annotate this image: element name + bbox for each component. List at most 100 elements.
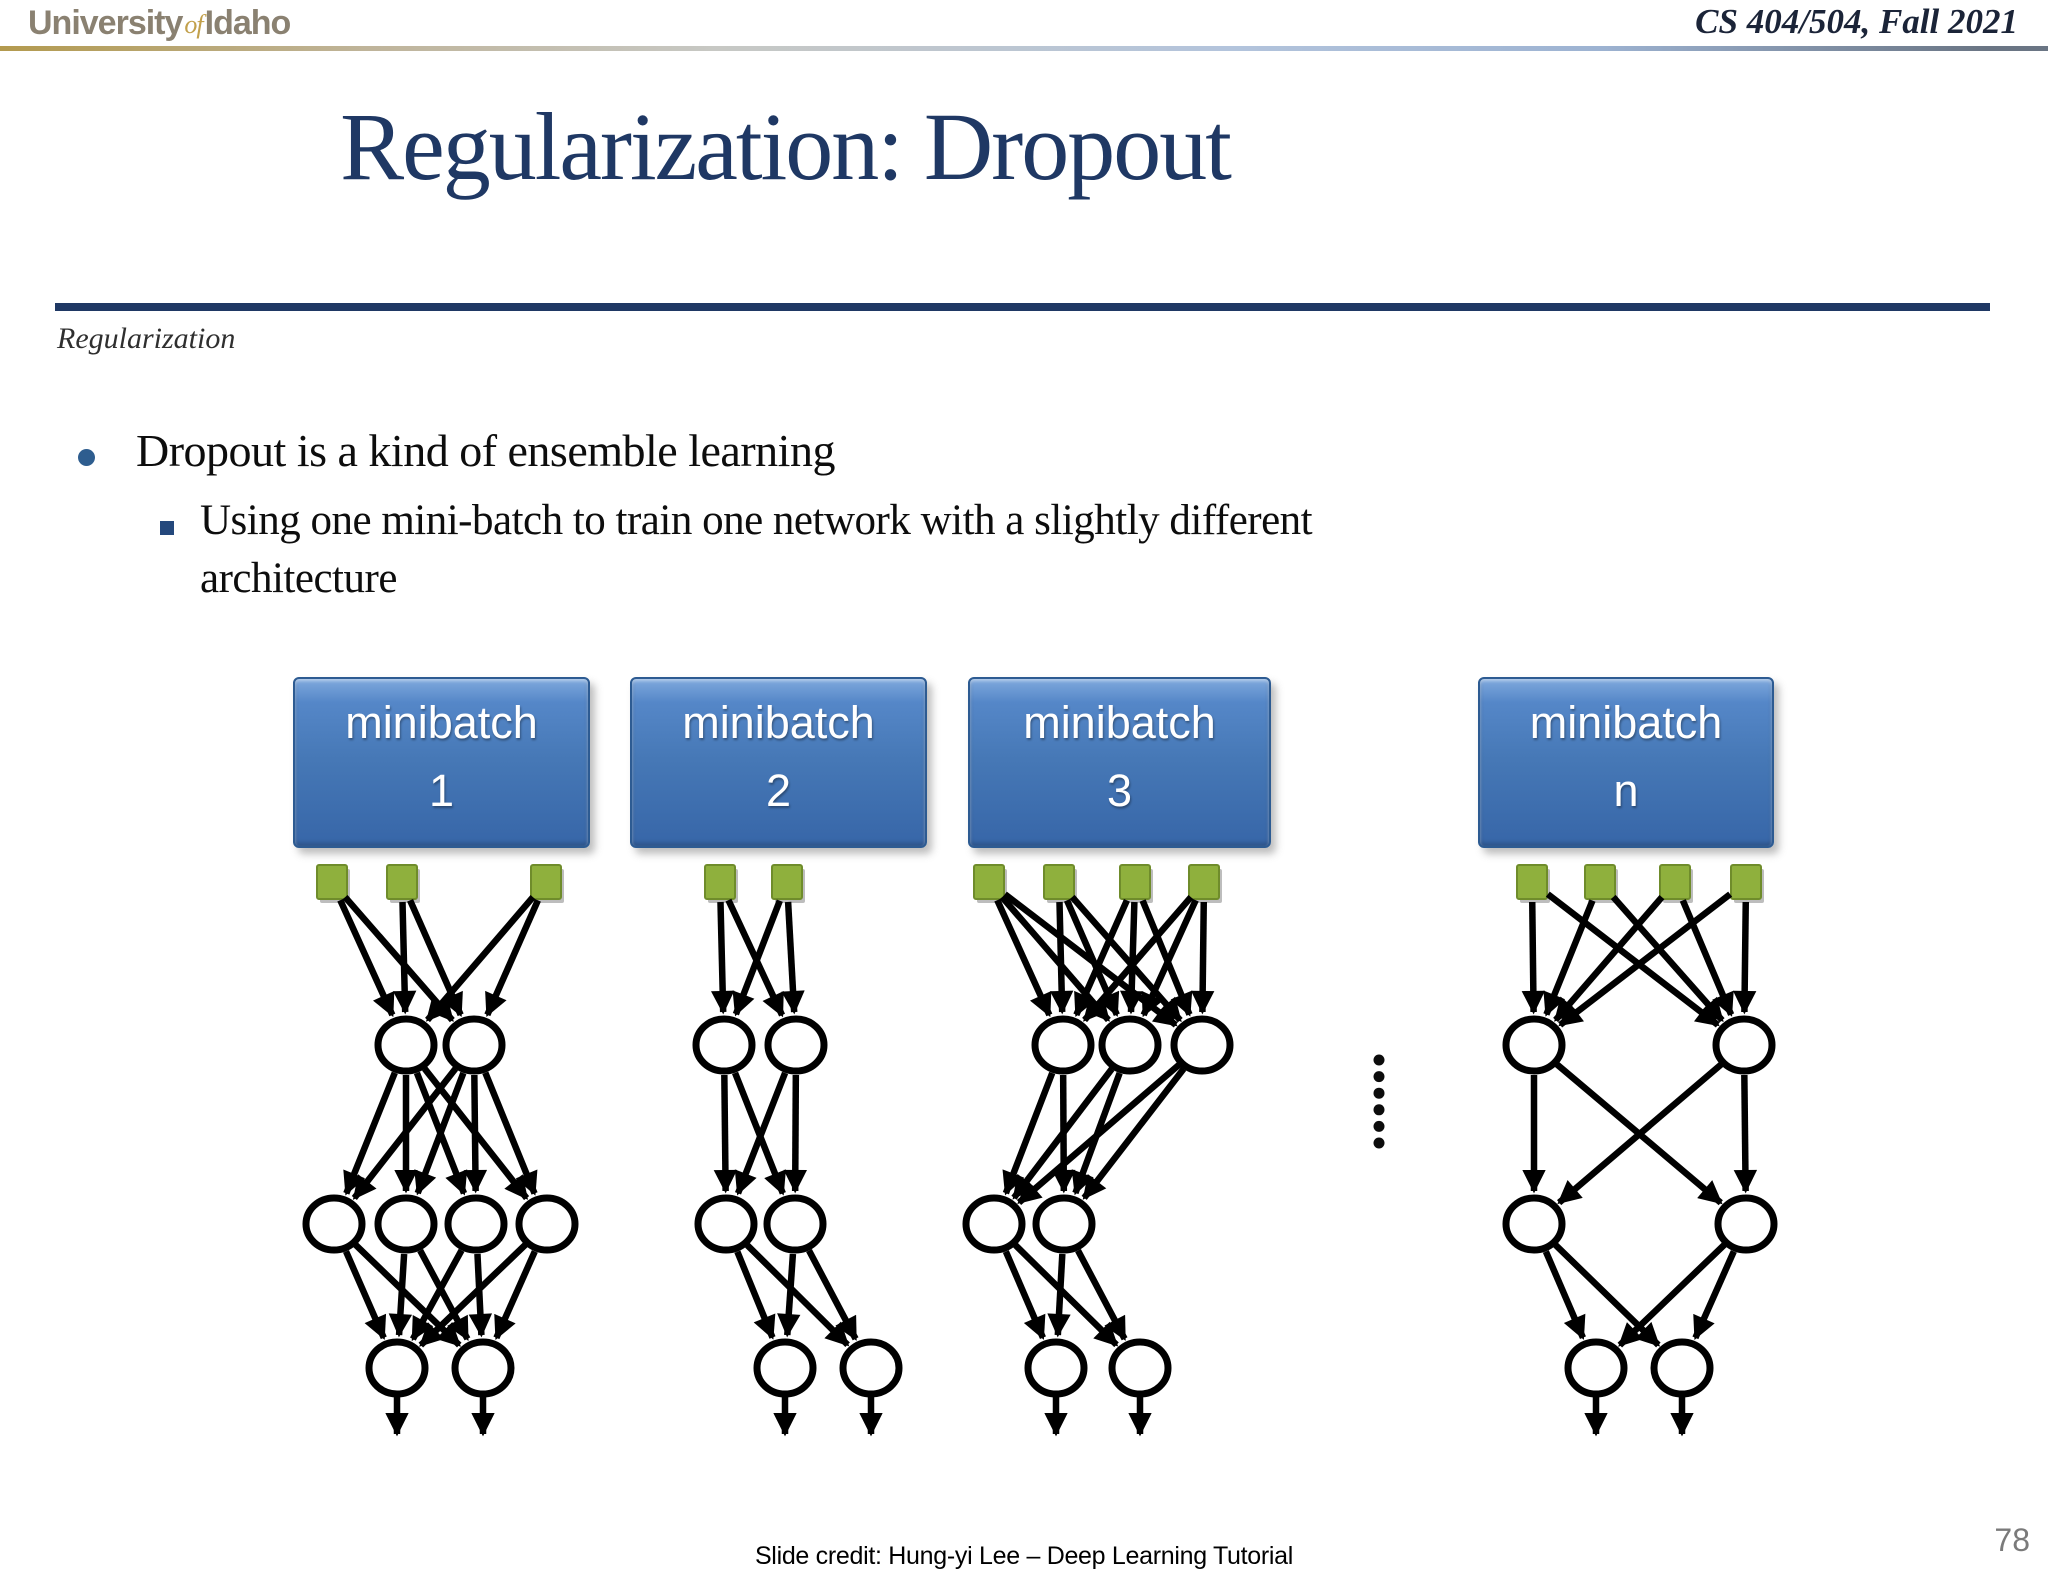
edge-arrow xyxy=(468,1253,493,1338)
bullet-sub-line2: architecture xyxy=(200,555,397,602)
edge-arrow xyxy=(1049,901,1074,1015)
minibatch-box-2-number: 2 xyxy=(765,765,792,816)
page-number: 78 xyxy=(1994,1522,2030,1558)
edge-arrow xyxy=(1140,898,1199,1018)
minibatch-box-1-label: minibatch xyxy=(345,697,538,748)
edge-arrow xyxy=(1557,1061,1724,1206)
edge-arrow xyxy=(343,1071,398,1196)
course-label: CS 404/504, Fall 2021 xyxy=(1695,2,2018,41)
edge-arrow xyxy=(1013,1242,1119,1348)
network-n xyxy=(1502,864,1778,1437)
ellipsis-dot xyxy=(1373,1071,1385,1083)
edge-arrow xyxy=(1692,1250,1737,1340)
network-3 xyxy=(962,864,1234,1437)
edge-arrow xyxy=(482,1071,538,1196)
edge-arrow xyxy=(1002,1071,1056,1196)
edge-arrow xyxy=(994,898,1053,1018)
bullet-sub-text: Using one mini-batch to train one networ… xyxy=(200,492,1313,608)
edge-arrow xyxy=(1617,1242,1727,1348)
edge-arrow xyxy=(337,898,396,1018)
edge-arrow xyxy=(1543,899,1596,1017)
network-2 xyxy=(692,864,903,1437)
neuron-node xyxy=(1650,1338,1714,1398)
logo-word-idaho: Idaho xyxy=(204,4,292,42)
input-square xyxy=(1659,864,1691,900)
edge-arrow xyxy=(1545,891,1720,1028)
edge-arrow xyxy=(351,1066,459,1201)
edge-arrow xyxy=(734,1250,776,1340)
network-1 xyxy=(302,864,579,1437)
input-square xyxy=(1043,864,1075,900)
input-square xyxy=(1730,864,1762,900)
neuron-node xyxy=(694,1194,758,1254)
edge-arrow xyxy=(1082,894,1194,1023)
edge-arrow xyxy=(732,899,783,1017)
neuron-node xyxy=(1714,1194,1778,1254)
input-square xyxy=(1188,864,1220,900)
edge-arrow xyxy=(734,1071,789,1196)
edge-arrow xyxy=(1002,1250,1046,1340)
slide-credit: Slide credit: Hung-yi Lee – Deep Learnin… xyxy=(754,1542,1294,1570)
input-square xyxy=(316,864,348,900)
neuron-node xyxy=(444,1194,508,1254)
edge-arrow xyxy=(1073,898,1130,1017)
minibatch-box-3-number: 3 xyxy=(1106,765,1133,816)
logo-word-university: University xyxy=(28,4,183,42)
neuron-node xyxy=(764,1015,828,1075)
minibatch-box-n-label: minibatch xyxy=(1529,697,1723,748)
neuron-node xyxy=(1098,1015,1162,1075)
edge-arrow xyxy=(463,1074,488,1194)
edge-arrow xyxy=(417,1248,471,1341)
edge-arrow xyxy=(1542,1250,1586,1340)
ellipsis-dot xyxy=(1373,1054,1385,1066)
edge-arrow xyxy=(783,1074,808,1194)
neuron-node xyxy=(374,1194,438,1254)
ellipsis-dot xyxy=(1373,1104,1385,1116)
neuron-node xyxy=(1564,1338,1628,1398)
edge-arrow xyxy=(1558,891,1733,1028)
edge-arrow xyxy=(1553,1242,1661,1348)
edge-arrow xyxy=(1732,901,1757,1015)
input-square xyxy=(530,864,562,900)
section-label: Regularization xyxy=(57,322,236,355)
edge-arrow xyxy=(806,1249,859,1341)
input-square xyxy=(704,864,736,900)
bullet-icon xyxy=(78,449,95,466)
slide-title: Regularization: Dropout xyxy=(340,93,1232,200)
input-square xyxy=(973,864,1005,900)
ellipsis-dot xyxy=(1373,1120,1385,1132)
neuron-node xyxy=(451,1338,515,1398)
edge-arrow xyxy=(418,1242,528,1348)
neuron-node xyxy=(365,1338,429,1398)
input-square xyxy=(1516,864,1548,900)
edge-arrow xyxy=(425,895,536,1023)
input-square xyxy=(1119,864,1151,900)
university-logo: UniversityofIdaho xyxy=(28,4,292,43)
input-square xyxy=(1584,864,1616,900)
edge-arrow xyxy=(781,901,805,1015)
neuron-node xyxy=(1032,1194,1096,1254)
neuron-node xyxy=(1502,1015,1566,1075)
logo-word-of: of xyxy=(184,10,203,39)
edge-arrow xyxy=(388,1253,413,1338)
neuron-node xyxy=(1170,1015,1234,1075)
ellipsis-dot xyxy=(1373,1137,1385,1149)
edge-arrow xyxy=(744,1242,850,1348)
neuron-node xyxy=(1031,1015,1095,1075)
minibatch-box-2: minibatch 2 xyxy=(630,677,927,848)
input-square xyxy=(386,864,418,900)
ellipsis-dot xyxy=(1373,1087,1385,1099)
neuron-node xyxy=(374,1015,438,1075)
minibatch-box-3: minibatch 3 xyxy=(968,677,1271,848)
minibatch-box-n-number: n xyxy=(1613,765,1639,816)
neuron-node xyxy=(763,1194,827,1254)
minibatch-box-1-number: 1 xyxy=(428,765,455,816)
edge-arrow xyxy=(1553,894,1665,1023)
edge-arrow xyxy=(484,898,541,1017)
edge-arrow xyxy=(777,1253,801,1338)
edge-arrow xyxy=(1075,1249,1128,1341)
edge-arrow xyxy=(1190,901,1215,1015)
neuron-node xyxy=(302,1194,366,1254)
